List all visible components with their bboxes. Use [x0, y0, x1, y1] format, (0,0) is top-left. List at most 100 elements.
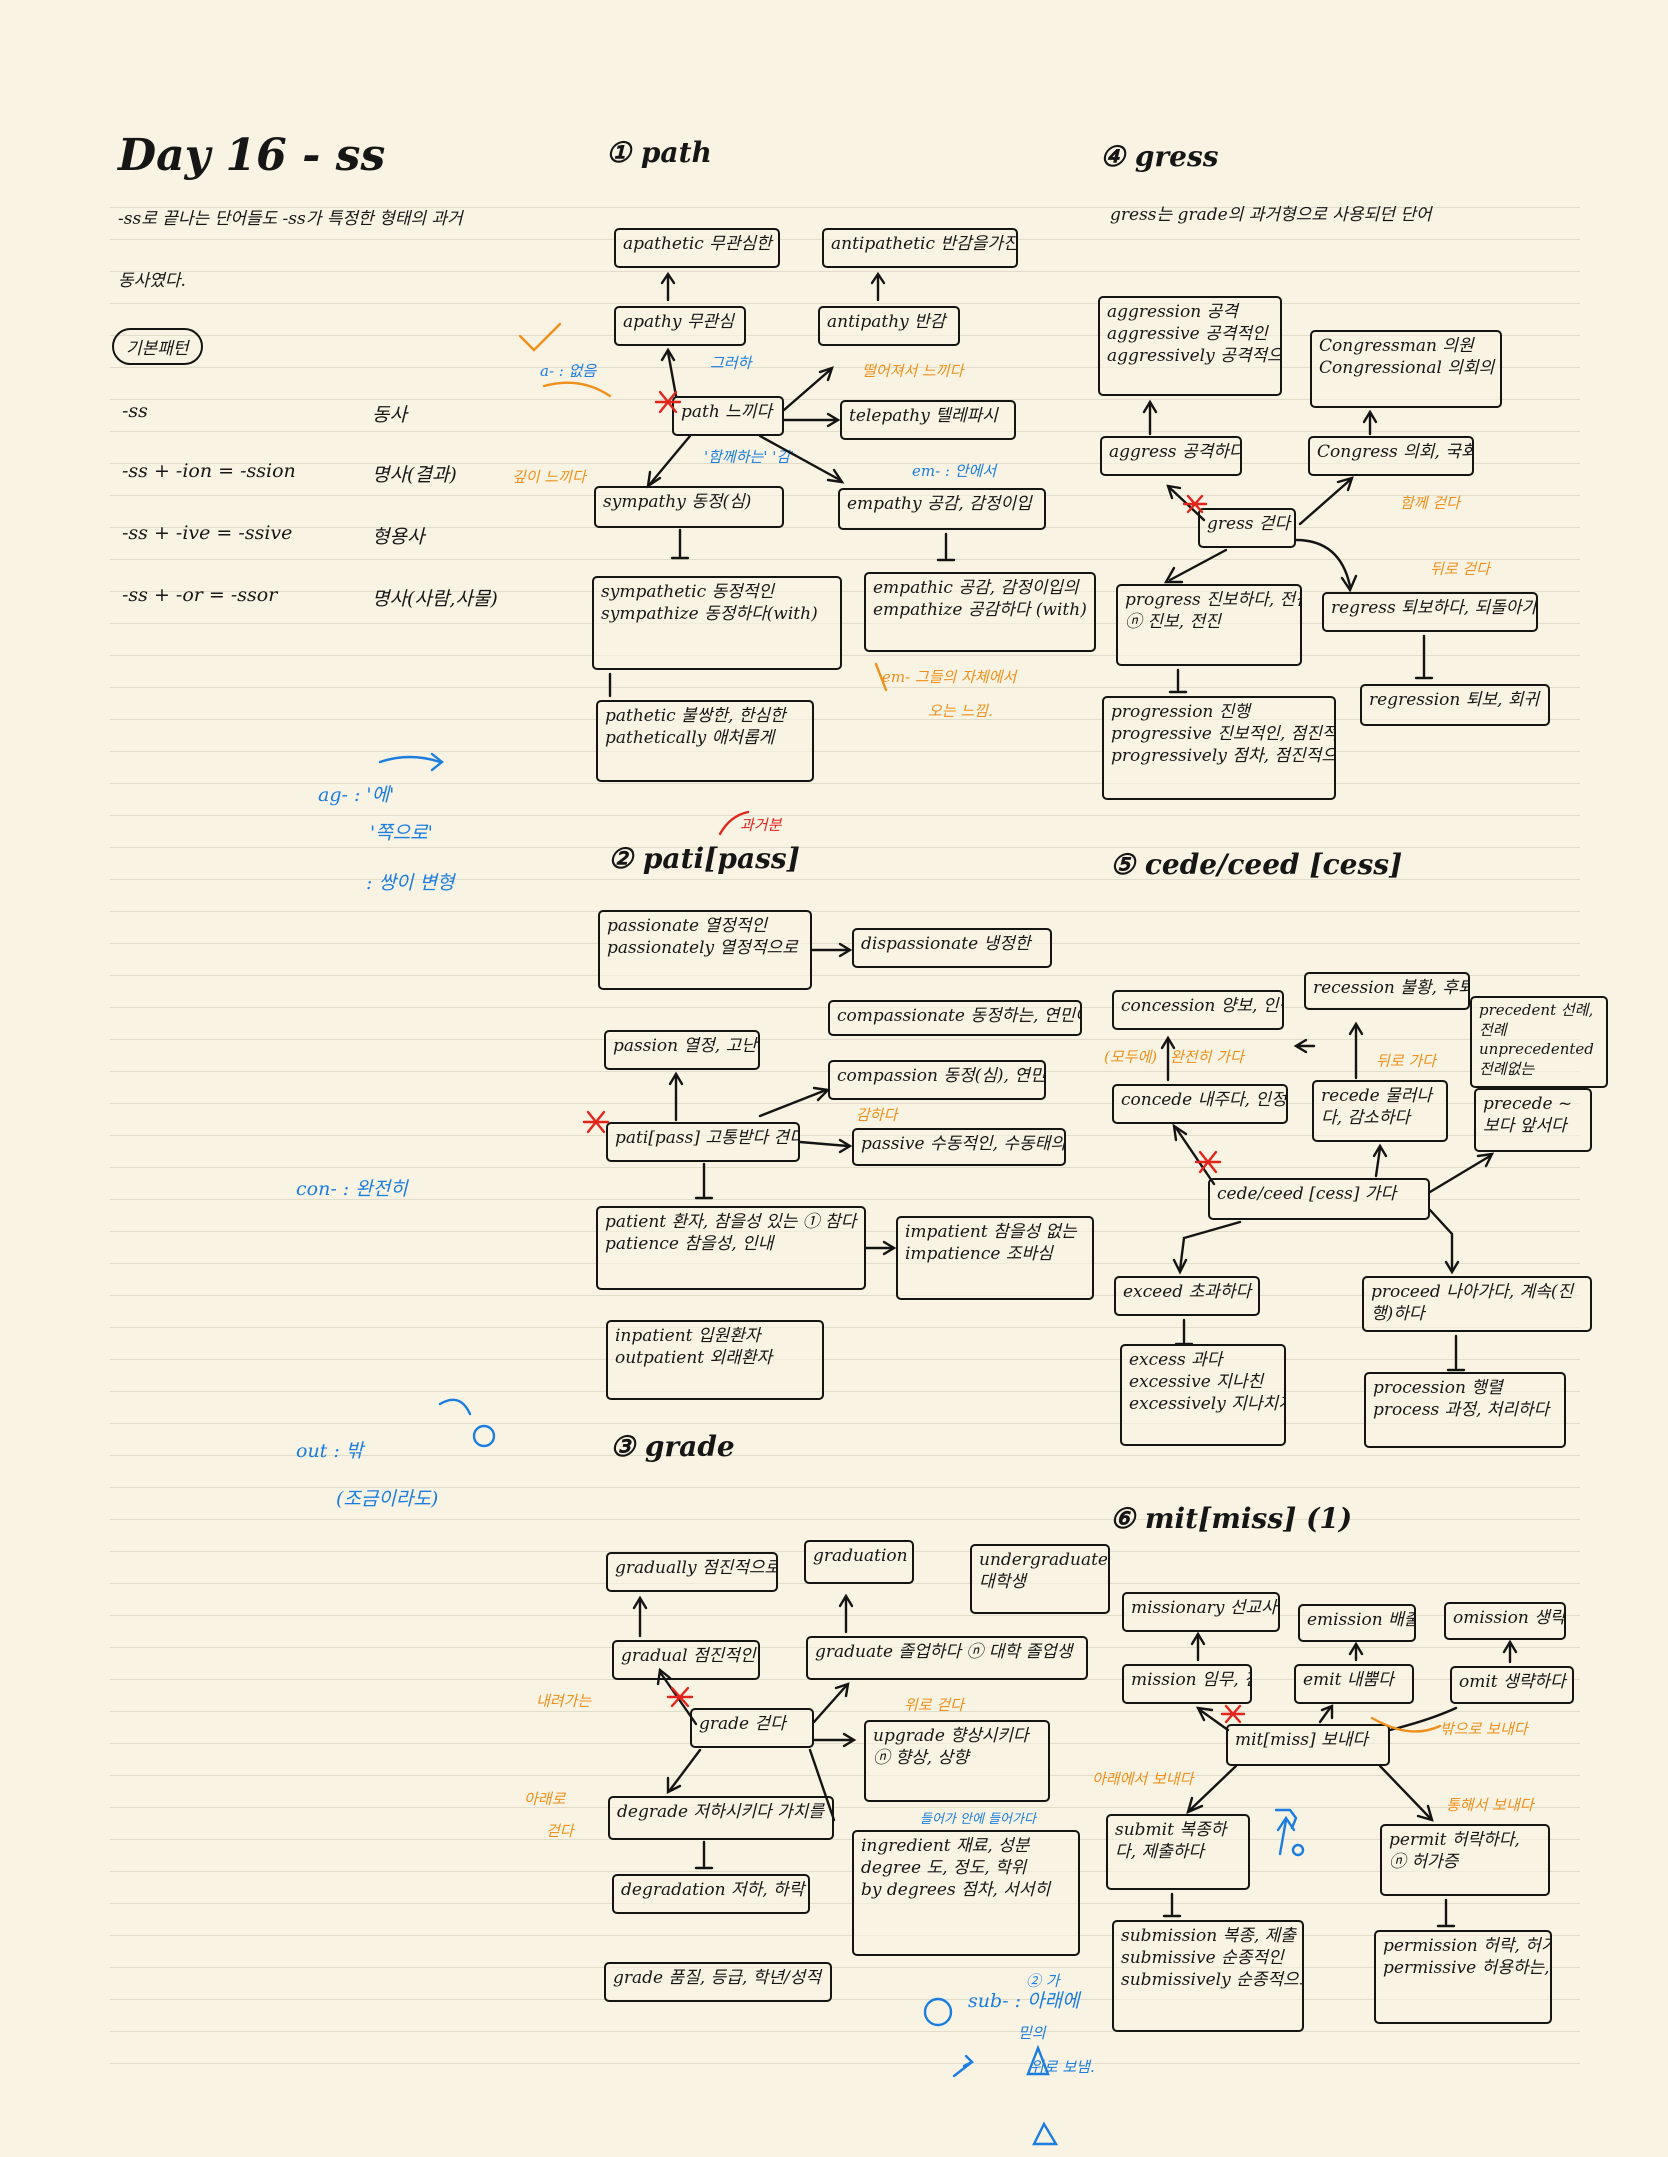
gress-aggression: aggression 공격: [1107, 302, 1238, 322]
cede-procession: procession 행렬: [1373, 1378, 1503, 1398]
pati-inpatient: inpatient 입원환자: [615, 1326, 761, 1346]
note-out-2: (조금이라도): [336, 1488, 439, 1510]
gress-subtitle: gress는 grade의 과거형으로 사용되던 단어: [1110, 205, 1432, 225]
pati-dispassionate-box: dispassionate 냉정한: [852, 928, 1052, 968]
cede-core-box: cede/ceed [cess] 가다: [1208, 1178, 1430, 1220]
path-note-far: 떨어져서 느끼다: [862, 362, 964, 380]
grade-gradual-box: gradual 점진적인: [612, 1640, 760, 1680]
grade-ingredient-box: ingredient 재료, 성분 degree 도, 정도, 학위 by de…: [852, 1830, 1080, 1956]
mit-submissive: submissive 순종적인: [1121, 1948, 1284, 1969]
mit-permit-box: permit 허락하다, ⓝ 허가증: [1380, 1824, 1550, 1896]
path-note-em: em- : 안에서: [912, 462, 997, 480]
cede-concede-box: concede 내주다, 인정하다: [1112, 1084, 1288, 1124]
section-cede-title: ⑤ cede/ceed [cess]: [1110, 848, 1403, 881]
intro-line-1: -ss로 끝나는 단어들도 -ss가 특정한 형태의 과거: [118, 209, 463, 229]
cede-process: process 과정, 처리하다: [1373, 1400, 1550, 1421]
path-note-together: 그러하: [710, 354, 752, 372]
grade-gradually-box: gradually 점진적으로: [606, 1552, 778, 1592]
grade-undergraduate-box: undergraduate 대학생: [970, 1544, 1110, 1614]
grade-graduate-box: graduate 졸업하다 ⓝ 대학 졸업생: [806, 1636, 1088, 1680]
cede-precedent-box: precedent 선례, 전례 unprecedented 전례없는: [1470, 996, 1608, 1088]
cede-concession-box: concession 양보, 인정: [1112, 990, 1284, 1030]
path-sympathetic: sympathetic 동정적인: [601, 582, 775, 602]
pati-title-note: 과거분: [740, 816, 782, 834]
grade-upgrade-box: upgrade 향상시키다 ⓝ 향상, 상향: [864, 1720, 1050, 1802]
cede-excess-box: excess 과다 excessive 지나친 excessively 지나치게: [1120, 1344, 1286, 1446]
mit-core-box: mit[miss] 보내다: [1226, 1724, 1390, 1766]
pati-impatient-box: impatient 참을성 없는 impatience 조바심: [896, 1216, 1094, 1300]
mit-omit-box: omit 생략하다: [1450, 1666, 1574, 1704]
path-note-emotion-2: 오는 느낌.: [928, 702, 993, 720]
cede-recede-box: recede 물러나다, 감소하다: [1312, 1080, 1448, 1142]
mit-submissively: submissively 순종적으로: [1121, 1970, 1304, 1991]
path-telepathy-box: telepathy 텔레파시: [840, 400, 1016, 440]
gress-regress-box: regress 퇴보하다, 되돌아가다: [1322, 592, 1538, 632]
note-out: out : 밖: [296, 1440, 364, 1462]
gress-congressman-box: Congressman 의원 Congressional 의회의: [1310, 330, 1502, 408]
basics-meaning-2: 명사(결과): [372, 464, 457, 486]
gress-progressive: progressive 진보적인, 점진적인: [1111, 724, 1336, 745]
mit-note-out: 밖으로 보내다: [1440, 1720, 1528, 1738]
pati-patient-box: patient 환자, 참을성 있는 ① 참다 patience 참을성, 인내: [596, 1206, 866, 1290]
pati-passionate-box: passionate 열정적인 passionately 열정적으로: [598, 910, 812, 990]
mit-missionary-box: missionary 선교사: [1122, 1592, 1280, 1632]
path-pathetic-box: pathetic 불쌍한, 한심한 pathetically 애처롭게: [596, 700, 814, 782]
mit-note-down: 아래에서 보내다: [1092, 1770, 1194, 1788]
basics-pattern-4: -ss + -or = -ssor: [122, 584, 278, 606]
grade-core-box: grade 걷다: [690, 1708, 814, 1748]
pati-core-box: pati[pass] 고통받다 견디다: [606, 1122, 800, 1162]
basics-pattern-1: -ss: [122, 400, 148, 422]
cede-precedent: precedent 선례, 전례: [1479, 1001, 1594, 1039]
path-note-a: a- : 없음: [540, 362, 597, 380]
section-grade-title: ③ grade: [610, 1430, 735, 1463]
cede-excess: excess 과다: [1129, 1350, 1223, 1370]
path-sympathy-box: sympathy 동정(심): [594, 486, 784, 528]
grade-by-degrees: by degrees 점차, 서서히: [861, 1880, 1051, 1901]
grade-degradation-box: degradation 저하, 하락: [612, 1874, 810, 1914]
gress-congressional: Congressional 의회의: [1319, 358, 1495, 379]
path-empathize: empathize 공감하다 (with): [873, 600, 1087, 621]
mit-omission-box: omission 생략: [1444, 1602, 1566, 1640]
gress-congress-box: Congress 의회, 국회: [1308, 436, 1474, 476]
grade-grade-n-box: grade 품질, 등급, 학년/성적: [604, 1962, 832, 2002]
gress-progress-box: progress 진보하다, 전진하다 ⓝ 진보, 전진: [1116, 584, 1302, 666]
intro-line-2: 동사였다.: [118, 271, 186, 291]
grade-ingredient: ingredient 재료, 성분: [861, 1836, 1030, 1856]
pati-outpatient: outpatient 외래환자: [615, 1348, 773, 1369]
section-gress-title: ④ gress: [1100, 140, 1219, 173]
cede-proceed-box: proceed 나아가다, 계속(진행)하다: [1362, 1276, 1592, 1332]
gress-progression-box: progression 진행 progressive 진보적인, 점진적인 pr…: [1102, 696, 1336, 800]
mit-permissive: permissive 허용하는, 관대한: [1383, 1958, 1550, 1979]
mit-submit-box: submit 복종하다, 제출하다: [1106, 1814, 1250, 1890]
path-antipathetic-box: antipathetic 반감을가진: [822, 228, 1018, 268]
path-core-box: path 느끼다: [672, 396, 784, 436]
section-path-title: ① path: [606, 136, 712, 169]
path-empathy-box: empathy 공감, 감정이입: [838, 488, 1046, 530]
mit-permission-box: permission 허락, 허가 permissive 허용하는, 관대한: [1374, 1930, 1552, 2024]
pati-impatience: impatience 조바심: [905, 1244, 1053, 1265]
mit-emission-box: emission 배출: [1298, 1604, 1416, 1642]
page-title: Day 16 - ss: [118, 130, 386, 181]
cede-note-concede: (모두에): [1104, 1048, 1158, 1066]
cede-excessive: excessive 지나친: [1129, 1372, 1264, 1393]
pati-note-suffer: 감하다: [856, 1106, 898, 1124]
note-ag-3: : 쌍이 변형: [366, 872, 455, 894]
note-sub-2: 믿의: [1018, 2024, 1046, 2042]
pati-impatient: impatient 참을성 없는: [905, 1222, 1077, 1242]
gress-core-box: gress 걷다: [1198, 508, 1296, 548]
cede-note-back: 뒤로 가다: [1376, 1052, 1436, 1070]
cede-recession-box: recession 불황, 후퇴: [1304, 972, 1470, 1010]
gress-aggress-box: aggress 공격하다: [1100, 436, 1242, 476]
grade-note-into: 들어가 안에 들어가다: [920, 1812, 1036, 1827]
grade-note-up: 위로 걷다: [904, 1696, 964, 1714]
pati-compassionate-box: compassionate 동정하는, 연민어린: [828, 1000, 1082, 1036]
pati-passionately: passionately 열정적으로: [607, 938, 798, 959]
cede-procession-box: procession 행렬 process 과정, 처리하다: [1364, 1372, 1566, 1448]
pati-passive-box: passive 수동적인, 수동태의: [852, 1128, 1066, 1166]
path-apathy-box: apathy 무관심: [614, 306, 746, 346]
mit-mission-box: mission 임무, 전도: [1122, 1664, 1252, 1704]
note-con: con- : 완전히: [296, 1178, 408, 1200]
path-apathetic-box: apathetic 무관심한: [614, 228, 780, 268]
mit-emit-box: emit 내뿜다: [1294, 1664, 1414, 1704]
section-mit-title: ⑥ mit[miss] (1): [1110, 1502, 1353, 1535]
